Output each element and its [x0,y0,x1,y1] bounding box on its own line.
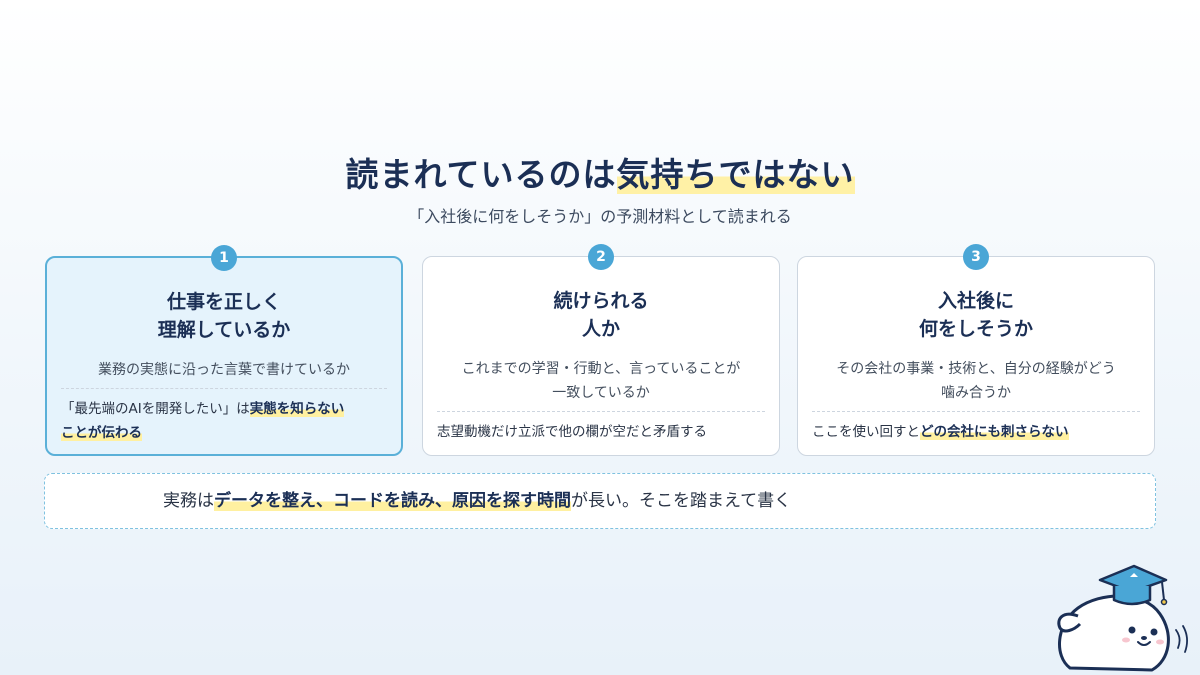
card-note-emphasis-1: どの会社にも刺さらない [920,424,1069,440]
card-note-text: 「最先端のAIを開発したい」は [61,401,250,417]
card-description: 業務の実態に沿った言葉で書けているか [67,358,381,382]
card-title: 仕事を正しく 理解しているか [47,288,401,344]
card-note: ここを使い回すとどの会社にも刺さらない [812,420,1140,444]
card-title-line1: 仕事を正しく [166,291,281,313]
page-title: 読まれているのは気持ちではない [0,148,1200,196]
point-card-2: 2 続けられる 人か これまでの学習・行動と、言っていることが 一致しているか … [422,244,780,456]
card-divider [61,388,387,389]
card-note: 「最先端のAIを開発したい」は実態を知らないことが伝わる [61,397,387,445]
seal-mascot-with-graduation-cap-icon [1052,560,1192,675]
card-title-line1: 続けられる [553,290,649,312]
card-note-text: ここを使い回すと [812,424,920,440]
number-badge: 3 [963,244,989,270]
card-description: その会社の事業・技術と、自分の経験がどう 噛み合うか [818,357,1134,405]
point-card-1: 1 仕事を正しく 理解しているか 業務の実態に沿った言葉で書けているか 「最先端… [45,245,403,456]
card-desc-line1: その会社の事業・技術と、自分の経験がどう [836,361,1116,377]
card-desc-line1: これまでの学習・行動と、言っていることが [461,361,741,377]
card-divider [437,411,765,412]
title-part1: 読まれているのは [345,155,617,194]
card-note: 志望動機だけ立派で他の欄が空だと矛盾する [437,420,765,444]
summary-emphasis: データを整え、コードを読み、原因を探す時間 [214,491,571,511]
title-highlight: 気持ちではない [616,155,855,194]
card-title-line2: 理解しているか [157,319,291,341]
card-note-emphasis-2: ことが伝わる [61,425,142,441]
summary-text-pre: 実務は [163,491,214,511]
number-badge: 2 [588,244,614,270]
card-desc-line2: 噛み合うか [941,385,1011,401]
card-title: 入社後に 何をしそうか [798,287,1154,343]
card-title: 続けられる 人か [423,287,779,343]
card-note-text: 志望動機だけ立派で他の欄が空だと矛盾する [437,424,707,440]
card-description: これまでの学習・行動と、言っていることが 一致しているか [443,357,759,405]
card-title-line2: 何をしそうか [918,318,1033,340]
card-divider [812,411,1140,412]
card-title-line1: 入社後に [937,290,1014,312]
card-desc-line2: 一致しているか [552,385,650,401]
summary-box: 実務はデータを整え、コードを読み、原因を探す時間が長い。そこを踏まえて書く [44,473,1156,529]
card-title-line2: 人か [581,318,620,340]
page-subtitle: 「入社後に何をしそうか」の予測材料として読まれる [408,207,792,226]
number-badge: 1 [211,245,237,271]
card-note-emphasis-1: 実態を知らない [249,401,345,417]
summary-text-post: が長い。そこを踏まえて書く [571,491,792,511]
card-desc-line1: 業務の実態に沿った言葉で書けているか [98,362,350,378]
point-card-3: 3 入社後に 何をしそうか その会社の事業・技術と、自分の経験がどう 噛み合うか… [797,244,1155,456]
